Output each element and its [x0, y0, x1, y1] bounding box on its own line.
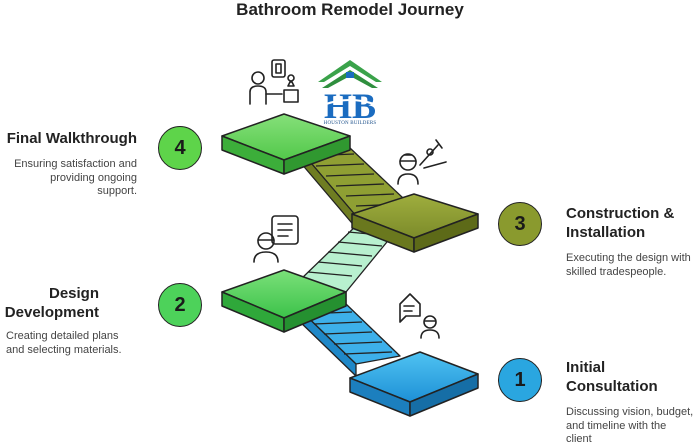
- step-1-description: Discussing vision, budget, and timeline …: [566, 406, 694, 445]
- step-1-badge: 1: [498, 358, 542, 402]
- step-2-heading: Design Development: [4, 285, 99, 321]
- step-4-badge: 4: [158, 126, 202, 170]
- step-4-description: Ensuring satisfaction and providing ongo…: [14, 158, 137, 197]
- page-title: Bathroom Remodel Journey: [236, 0, 464, 19]
- landing-2: [221, 269, 347, 333]
- client-chat-icon: [399, 293, 440, 339]
- step-2-description: Creating detailed plans and selecting ma…: [6, 330, 122, 356]
- architect-blueprint-icon: [253, 215, 299, 263]
- logo-caption: HOUSTON BUILDERS: [323, 121, 377, 126]
- landing-4: [221, 113, 351, 175]
- step-3-description: Executing the design with skilled trades…: [566, 252, 691, 278]
- step-2-badge: 2: [158, 283, 202, 327]
- landing-3: [351, 193, 479, 253]
- company-logo: HB: [318, 60, 382, 126]
- person-inspection-icon: [249, 59, 299, 105]
- landing-1: [349, 351, 479, 417]
- step-3-heading: Construction & Installation: [566, 205, 675, 241]
- logo-initials: HB: [324, 86, 376, 126]
- step-1-heading: Initial Consultation: [566, 359, 658, 395]
- worker-tools-icon: [397, 139, 447, 185]
- step-3-badge: 3: [498, 202, 542, 246]
- stair-flight-1-to-2: [295, 303, 401, 377]
- step-4-heading: Final Walkthrough: [6, 130, 137, 147]
